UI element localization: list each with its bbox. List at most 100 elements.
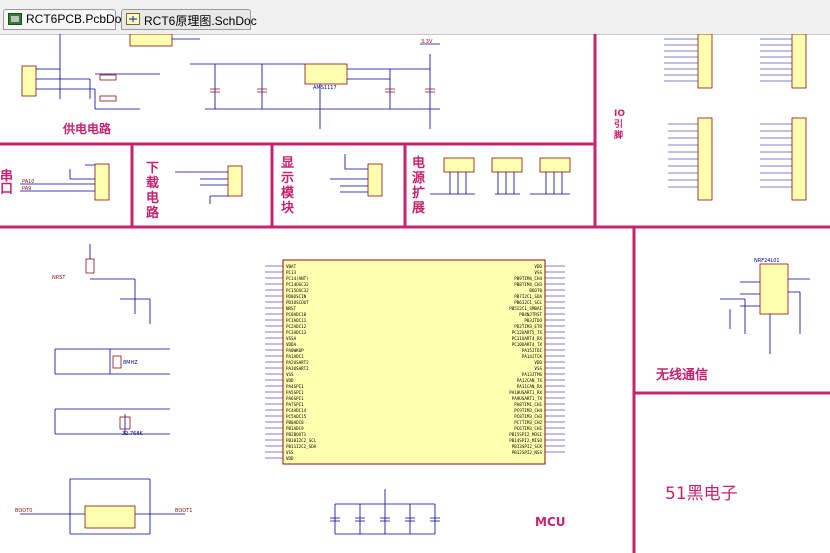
mcu-block[interactable]: VBATPC13PC14(ANT)PC14OSC32PC15OSC32PD0OS… [265, 259, 565, 465]
mcu-pin-label: NRST [286, 306, 297, 311]
mcu-pin-label: VDD [286, 456, 294, 461]
mcu-pin-label: PD1OSCOUT [286, 300, 309, 305]
mcu-pin-label: PC0ADC10 [286, 312, 307, 317]
mcu-pin-label: VDD [534, 264, 542, 269]
v33-net-top: 3.3V [421, 39, 433, 45]
mcu-pin-label: PA1ADC1 [286, 354, 304, 359]
mcu-pin-label: PC2ADC12 [286, 324, 307, 329]
mcu-pin-label: PA14JTCK [522, 354, 543, 359]
u2-label: AMS1117 [313, 85, 337, 91]
mcu-pin-label: PD0OSCIN [286, 294, 307, 299]
mcu-pin-label: PC6TIM3_CH1 [514, 426, 542, 431]
schematic-canvas[interactable]: 供电电路 AMS1117 3.3V 串口 PA10 PA9 下载电路 显示模块 … [0, 34, 830, 553]
mcu-pin-label: PC7TIM3_CH2 [514, 420, 542, 425]
display-section-title: 显示模块 [281, 156, 295, 216]
download-section-title: 下载电路 [146, 161, 160, 221]
mcu-pin-label: PA4SPI1 [286, 384, 304, 389]
tab-sch-doc[interactable]: RCT6原理图.SchDoc [121, 9, 257, 30]
power-extension-section: 电源扩展 [412, 155, 571, 216]
download-section: 下载电路 [146, 161, 243, 221]
mcu-pin-label: PB5I2C1_SMBAI [509, 306, 542, 311]
boot1-net: BOOT1 [175, 508, 192, 514]
mcu-pin-label: PC14(ANT) [286, 276, 309, 281]
mcu-pin-label: PB3JTDO [524, 318, 542, 323]
pcb-doc-icon [8, 13, 22, 25]
mcu-section-title: MCU [535, 515, 566, 529]
nrf-label: NRF24L01 [754, 258, 780, 264]
mcu-pin-label: PB1ADC9 [286, 426, 304, 431]
mcu-pin-label: PC9TIM3_CH4 [514, 408, 542, 413]
mcu-pin-label: VSS [286, 372, 294, 377]
mcu-pin-label: PA13JTMS [522, 372, 543, 377]
mcu-pin-label: PA12CAN_TX [517, 378, 543, 383]
mcu-pin-label: PA5SPI1 [286, 390, 304, 395]
power-supply-circuit: 供电电路 AMS1117 3.3V [21, 34, 440, 136]
mcu-pin-label: PB14SPI2_MISO [509, 438, 542, 443]
power-section-title: 供电电路 [62, 121, 112, 136]
tab-sch-label: RCT6原理图.SchDoc [144, 14, 257, 28]
mcu-pin-label: PC10UART4_TX [512, 342, 543, 347]
mcu-pin-label: PA6SPI1 [286, 396, 304, 401]
mcu-pin-label: BOOT0 [529, 288, 542, 293]
boot0-net: BOOT0 [15, 508, 32, 514]
mcu-pin-label: PB8TIM4_CH3 [514, 282, 542, 287]
mcu-pin-label: PA9USART1_TX [512, 396, 543, 401]
mcu-pin-label: PB4NJTRST [519, 312, 542, 317]
mcu-left-pins: VBATPC13PC14(ANT)PC14OSC32PC15OSC32PD0OS… [265, 264, 317, 461]
nrst-net: NRST [52, 275, 66, 281]
mcu-pin-label: PC13 [286, 270, 297, 275]
osc-label: 32.768K [122, 431, 143, 437]
mcu-pin-label: PC3ADC13 [286, 330, 307, 335]
mcu-support-circuits: NRST 8MHZ 32.768K BOOT0 BOOT1 [15, 244, 192, 535]
mcu-pin-label: PB10I2C2_SCL [286, 438, 317, 443]
section-borders [0, 34, 830, 553]
mcu-pin-label: PB7I2C1_SDA [514, 294, 542, 299]
mcu-pin-label: PA15JTDI [522, 348, 543, 353]
mcu-pin-label: PC12UART5_TX [512, 330, 543, 335]
mcu-pin-label: VSS [534, 366, 542, 371]
mcu-pin-label: PC11UART4_RX [512, 336, 543, 341]
mcu-pin-label: PC5ADC15 [286, 414, 307, 419]
pa9-net: PA9 [22, 186, 31, 192]
mcu-pin-label: VDDA [286, 342, 297, 347]
wireless-section: NRF24L01 无线通信 [655, 258, 810, 383]
mcu-pin-label: PC4ADC14 [286, 408, 307, 413]
sch-doc-icon [126, 13, 140, 25]
mcu-pin-label: PA0WKUP [286, 348, 304, 353]
mcu-pin-label: PB6I2C1_SCL [514, 300, 542, 305]
power-ext-section-title: 电源扩展 [412, 155, 426, 216]
display-section: 显示模块 [281, 154, 383, 216]
mcu-pin-label: PB15SPI2_MOSI [509, 432, 542, 437]
mcu-pin-label: PA11CAN_RX [517, 384, 543, 389]
mcu-pin-label: PB12SPI2_NSS [512, 450, 543, 455]
mcu-pin-label: VSSA [286, 336, 297, 341]
mcu-pin-label: PA10USART1_RX [509, 390, 542, 395]
mcu-pin-label: PA7SPI1 [286, 402, 304, 407]
mcu-pin-label: PB0ADC8 [286, 420, 304, 425]
mcu-pin-label: PA8TIM1_CH1 [514, 402, 542, 407]
mcu-pin-label: PC8TIM3_CH3 [514, 414, 542, 419]
mcu-pin-label: VSS [534, 270, 542, 275]
mcu-pin-label: VDD [286, 378, 294, 383]
mcu-right-pins: VDDVSSPB9TIM4_CH4PB8TIM4_CH3BOOT0PB7I2C1… [509, 264, 565, 455]
uart-section-title: 串口 [0, 168, 13, 197]
pa10-net: PA10 [22, 179, 34, 185]
mcu-pin-label: PC15OSC32 [286, 288, 309, 293]
document-tab-bar: RCT6PCB.PcbDoc RCT6原理图.SchDoc [0, 0, 830, 35]
mcu-pin-label: PB11I2C2_SDA [286, 444, 317, 449]
wireless-section-title: 无线通信 [655, 367, 708, 383]
tab-pcb-label: RCT6PCB.PcbDoc [26, 12, 128, 26]
uart-section: 串口 PA10 PA9 [0, 163, 110, 201]
mcu-pin-label: PA2USART2 [286, 360, 309, 365]
mcu-pin-label: PC1ADC11 [286, 318, 307, 323]
tab-pcb-doc[interactable]: RCT6PCB.PcbDoc [3, 9, 127, 30]
mcu-pin-label: PB13SPI2_SCK [512, 444, 543, 449]
mcu-pin-label: PB2BOOT1 [286, 432, 307, 437]
mcu-pin-label: PA3USART2 [286, 366, 309, 371]
mcu-pin-label: VBAT [286, 264, 297, 269]
mcu-pin-label: PD2TIM3_ETR [514, 324, 542, 329]
xtal-label: 8MHZ [123, 360, 138, 366]
brand-watermark: 51黑电子 [665, 484, 738, 504]
